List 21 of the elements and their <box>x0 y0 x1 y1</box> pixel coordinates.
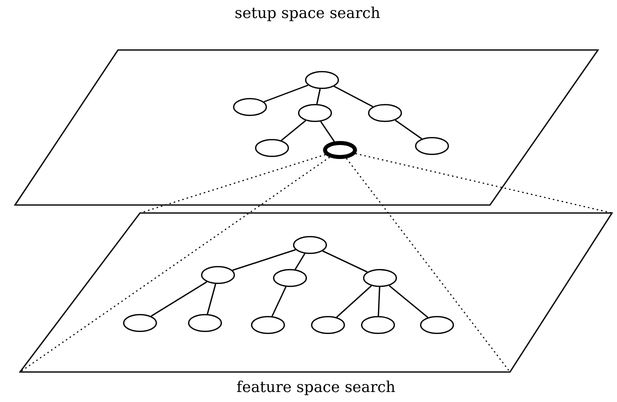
dotted-projection-line <box>355 153 612 214</box>
tree-edge <box>206 284 216 314</box>
tree-edge <box>294 253 306 270</box>
tree-edge <box>388 285 428 318</box>
tree-edge <box>264 84 308 102</box>
dotted-projection-line <box>20 156 330 372</box>
tree-edge <box>316 88 321 104</box>
tree-edge <box>272 286 286 317</box>
tree-edge <box>334 86 374 108</box>
tree-edge <box>150 281 208 317</box>
tree-edge <box>394 120 422 140</box>
tree-edge <box>232 249 296 271</box>
tree-edge <box>378 286 380 316</box>
tree-edge <box>336 285 372 318</box>
dotted-projection-line <box>140 154 326 214</box>
dotted-projection-line <box>346 158 510 372</box>
plane-label: feature space search <box>236 378 396 396</box>
tree-edge <box>320 121 335 142</box>
tree-edge <box>322 250 368 273</box>
plane-label: setup space search <box>234 4 380 22</box>
tree-edge <box>280 120 306 141</box>
